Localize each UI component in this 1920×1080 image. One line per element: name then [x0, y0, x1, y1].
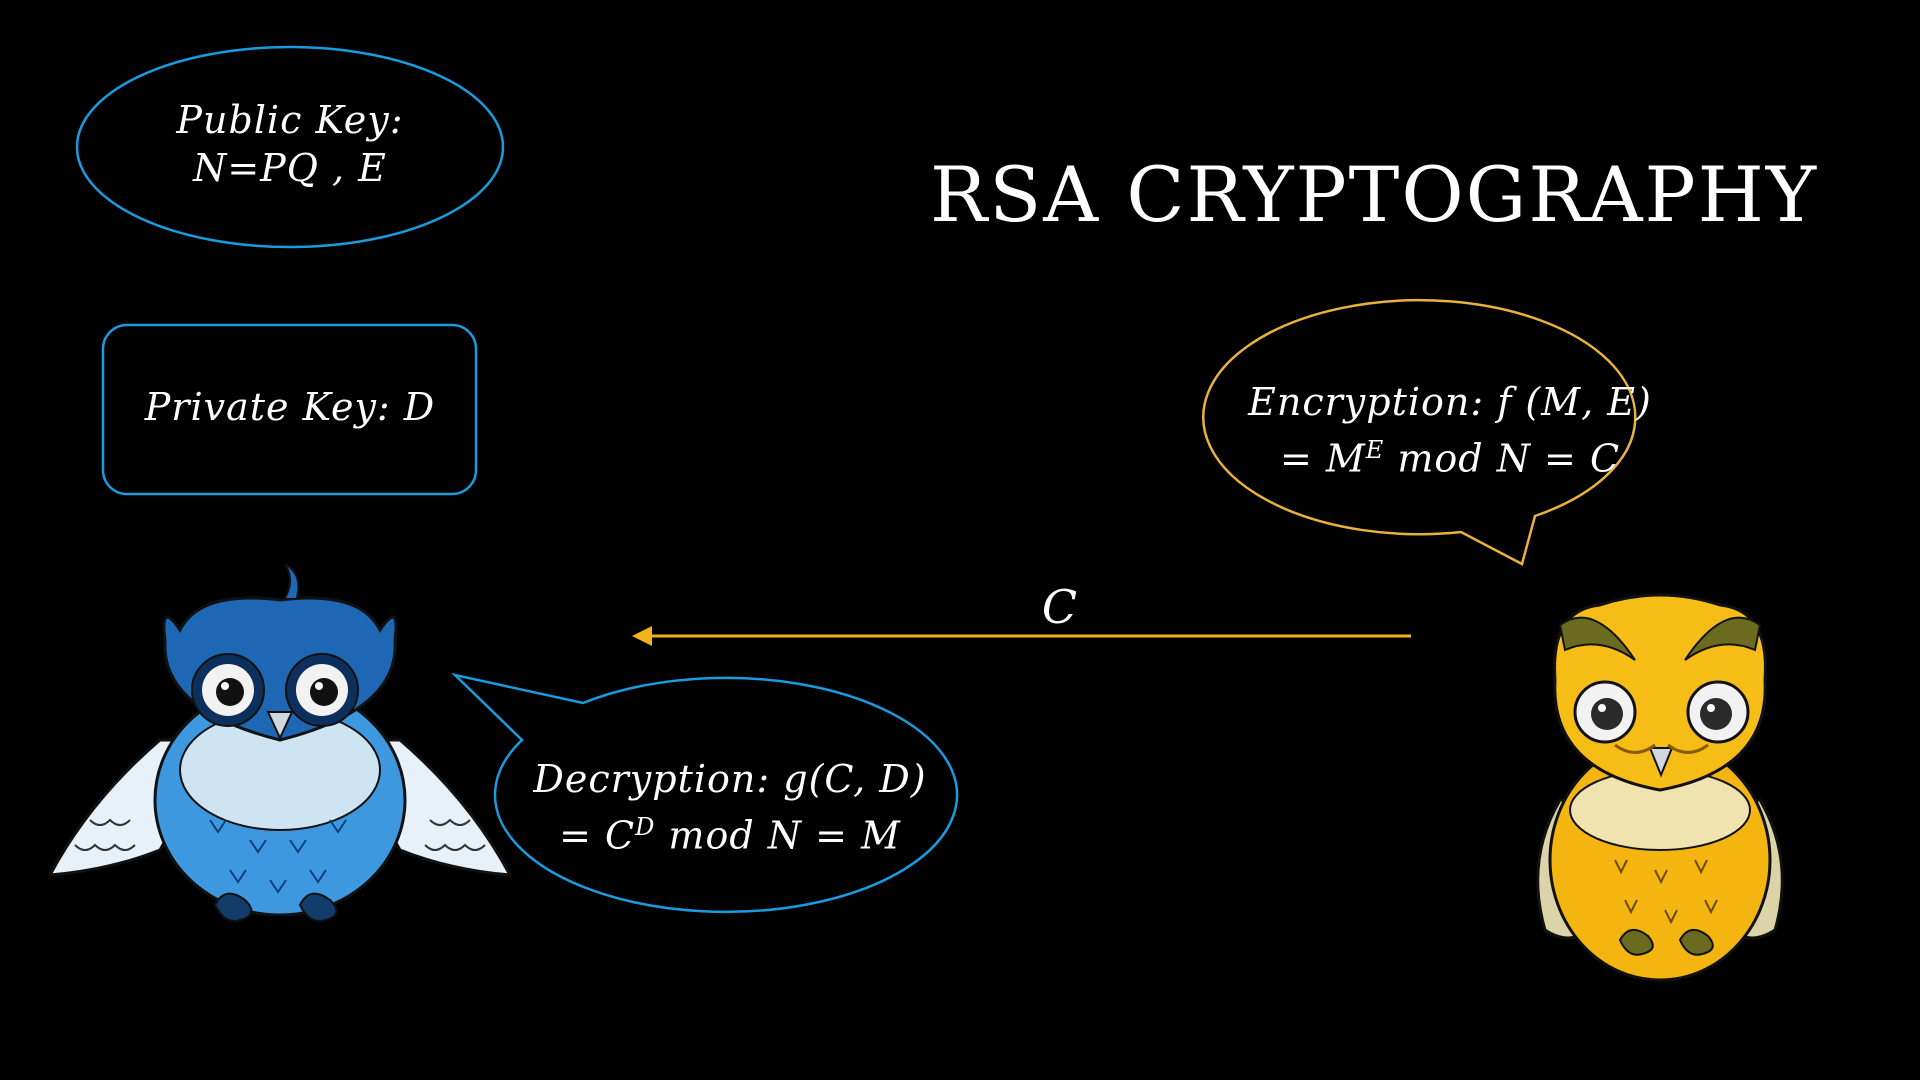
decryption-line1: Decryption: g(C, D) — [533, 757, 927, 801]
public-key-label: Public Key: N=PQ , E — [120, 96, 460, 192]
encryption-bubble — [1202, 298, 1637, 566]
encryption-line1: Encryption: f (M, E) — [1248, 380, 1652, 424]
private-key-box — [101, 323, 478, 496]
encryption-line2: = ME mod N = C — [1230, 426, 1670, 483]
public-key-line2: N=PQ , E — [193, 146, 387, 190]
decryption-exponent: D — [635, 813, 656, 841]
encryption-post: mod N = C — [1384, 436, 1621, 481]
decryption-pre: = C — [559, 813, 636, 858]
slide-title: RSA CRYPTOGRAPHY — [930, 150, 1819, 239]
ciphertext-label: C — [1041, 580, 1079, 634]
decryption-line2: = CD mod N = M — [510, 803, 950, 860]
decryption-post: mod N = M — [655, 813, 901, 858]
encryption-label: Encryption: f (M, E) = ME mod N = C — [1230, 378, 1670, 483]
public-key-ellipse — [75, 45, 505, 249]
blue-owl-icon — [47, 563, 513, 922]
encryption-exponent: E — [1365, 436, 1385, 464]
private-key-label: Private Key: D — [144, 385, 436, 429]
decryption-bubble — [450, 672, 959, 914]
encryption-pre: = M — [1279, 436, 1366, 481]
public-key-line1: Public Key: — [176, 98, 404, 142]
yellow-owl-icon — [1536, 593, 1784, 982]
decryption-label: Decryption: g(C, D) = CD mod N = M — [510, 755, 950, 860]
ciphertext-arrow-head — [632, 626, 652, 646]
